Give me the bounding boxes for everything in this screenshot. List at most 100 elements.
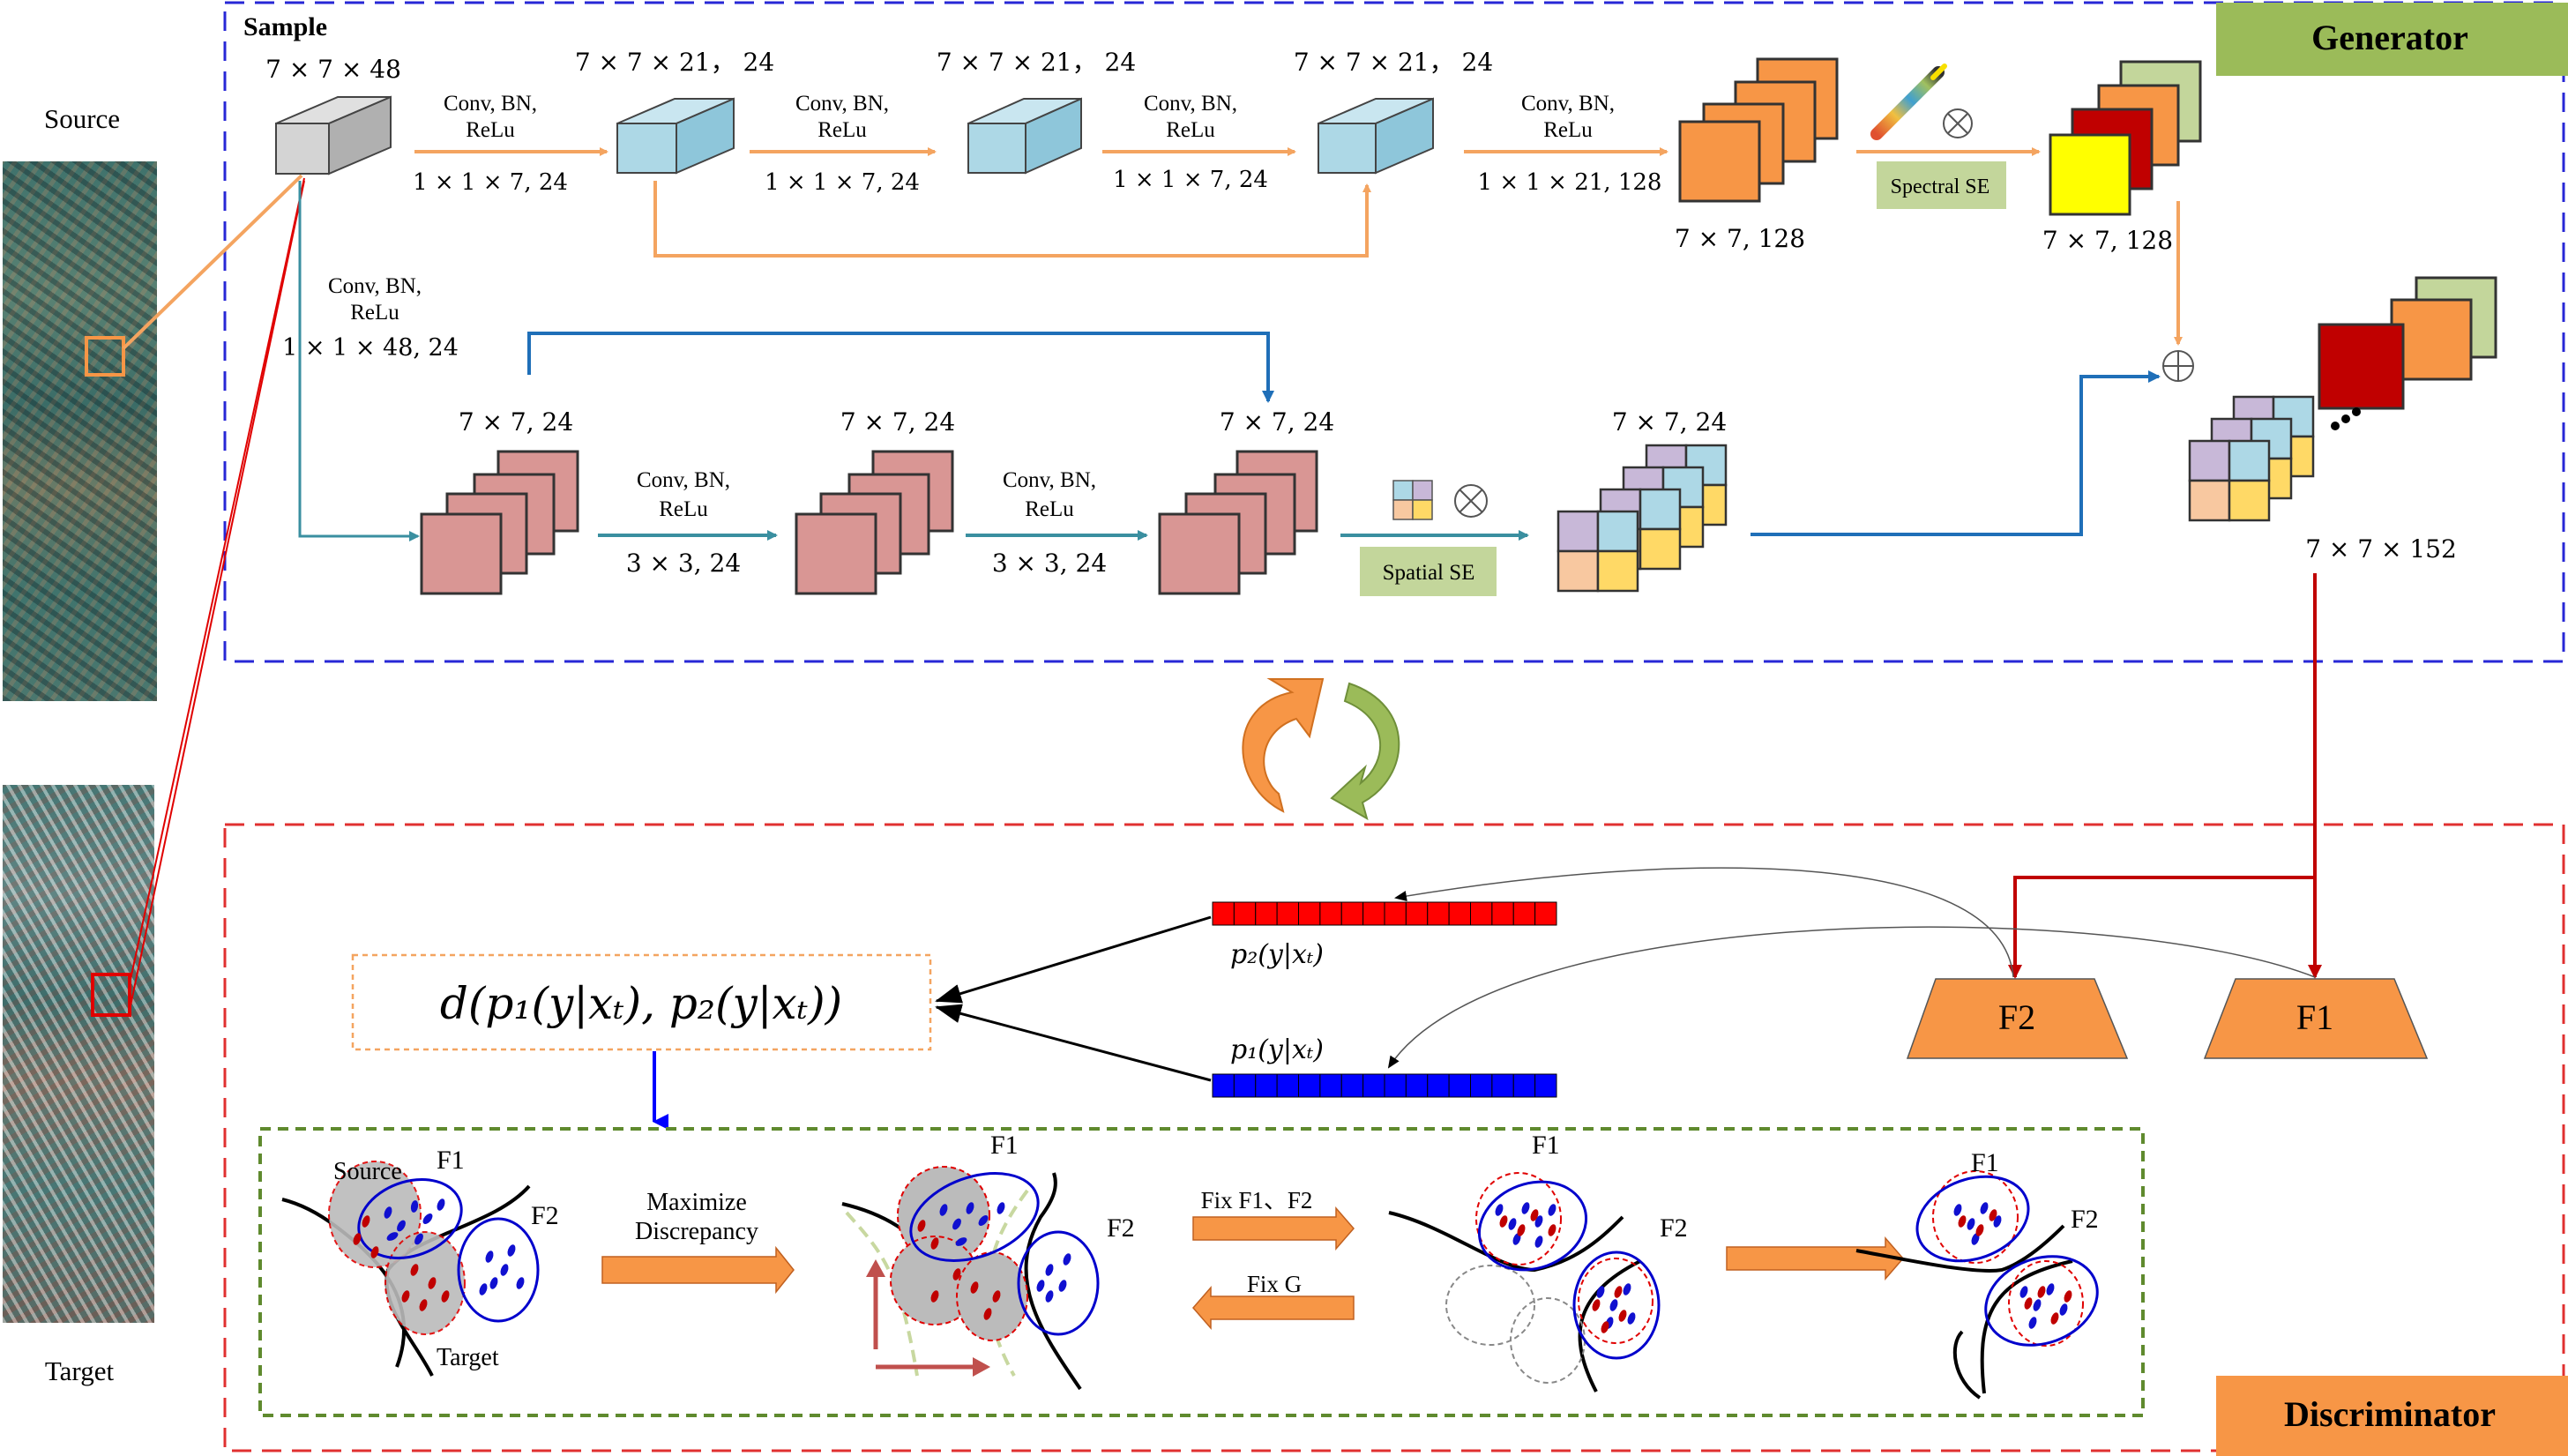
vector-cell	[1470, 1073, 1493, 1098]
vector-cell	[1340, 1073, 1364, 1098]
source-sample	[2059, 1303, 2068, 1316]
step1-samples	[353, 1198, 525, 1311]
vector-cell	[1448, 1073, 1471, 1098]
spectral-cube-2	[967, 97, 1082, 175]
vector-cell	[1255, 1073, 1278, 1098]
spectral-se-box	[1877, 161, 2006, 209]
discriminator-title-box	[2216, 1376, 2568, 1456]
step3-f2-label: F2	[1660, 1213, 1688, 1243]
vector-cell	[1276, 1073, 1299, 1098]
source-sample	[1534, 1236, 1543, 1248]
target-sample	[992, 1290, 1001, 1303]
target-sample	[428, 1277, 437, 1289]
spectral-feature-stack	[1678, 57, 1839, 203]
spatial-se-box	[1360, 547, 1497, 596]
conv2-kernel: 1 × 1 × 7, 24	[765, 169, 920, 196]
source-sample	[1512, 1233, 1521, 1245]
p1-vector	[1212, 1073, 1557, 1098]
source-sample	[386, 1232, 399, 1241]
step1-f1-label: F1	[437, 1146, 465, 1175]
p1-label: p₁(y|xₜ)	[1230, 1034, 1324, 1065]
spatial-weighted-stack	[1556, 444, 1728, 593]
source-sample	[1623, 1283, 1631, 1295]
target-sample	[917, 1220, 926, 1232]
maximize-label-1: Maximize	[646, 1189, 747, 1216]
spectral-se-label: Spectral SE	[1891, 175, 1990, 198]
conv2-label-a: Conv, BN,	[795, 92, 889, 116]
vector-cell	[1405, 1073, 1429, 1098]
step4-f1-label: F1	[1971, 1148, 1999, 1177]
source-sample	[1596, 1286, 1605, 1298]
vector-cell	[1319, 1073, 1342, 1098]
spatial-to-add-arrow	[1751, 370, 2161, 536]
vector-cell	[1362, 901, 1385, 926]
source-sample	[2033, 1299, 2042, 1311]
maximize-arrow	[601, 1245, 795, 1295]
dim-spat3: 7 × 7, 24	[1220, 407, 1334, 437]
vector-cell	[1212, 901, 1235, 926]
discriminator-frame	[223, 823, 2565, 1452]
source-sample	[1980, 1202, 1989, 1214]
conv4-label-b: ReLu	[1543, 118, 1593, 142]
target-sample	[1958, 1215, 1967, 1228]
source-sample	[966, 1202, 974, 1214]
source-sample	[1953, 1204, 1962, 1216]
vector-cell	[1233, 901, 1257, 926]
step4-samples	[1953, 1202, 2072, 1329]
conv1-label-b: ReLu	[466, 118, 515, 142]
target-sample	[1592, 1299, 1601, 1311]
target-sample	[2050, 1312, 2059, 1325]
spectral-cube-3	[1318, 97, 1434, 175]
target-sample	[1975, 1224, 1984, 1236]
step2-samples	[917, 1202, 1071, 1320]
dim-spat4: 7 × 7, 24	[1612, 407, 1727, 437]
source-sample	[1036, 1280, 1045, 1292]
vector-cell	[1512, 1073, 1536, 1098]
vector-cell	[1212, 1073, 1235, 1098]
spectral-skip-connection	[653, 181, 1371, 258]
multiply-icon	[1943, 108, 1973, 138]
dim-cube3: 7 × 7 × 21， 24	[937, 48, 1136, 77]
step2-f1-label: F1	[990, 1131, 1019, 1160]
dim-cube4: 7 × 7 × 21， 24	[1294, 48, 1493, 77]
source-sample	[410, 1200, 419, 1213]
step3-f1-label: F1	[1532, 1131, 1560, 1160]
spatial-branch-arrow	[298, 181, 420, 541]
features-to-f2-arrow	[2008, 876, 2315, 979]
target-sample	[930, 1290, 939, 1303]
source-sample	[978, 1215, 989, 1226]
spatial-se-label: Spatial SE	[1383, 561, 1475, 585]
dim-final: 7 × 7 × 152	[2305, 534, 2457, 564]
vector-cell	[1298, 1073, 1321, 1098]
source-link	[122, 174, 303, 350]
source-image	[3, 161, 157, 701]
step1-source-label: Source	[333, 1158, 402, 1185]
target-sample	[952, 1268, 961, 1281]
target-sample	[1548, 1224, 1556, 1236]
target-sample	[419, 1299, 428, 1311]
target-sample	[970, 1281, 979, 1294]
vector-cell	[1448, 901, 1471, 926]
source-sample	[1058, 1280, 1067, 1292]
source-sample	[1993, 1215, 2002, 1228]
target-image	[3, 785, 154, 1323]
target-sample	[353, 1233, 362, 1245]
add-icon	[2162, 350, 2194, 382]
steps-frame	[258, 1127, 2145, 1417]
f1-label: F1	[2296, 997, 2333, 1037]
vector-cell	[1233, 1073, 1257, 1098]
sconv1-label-b: ReLu	[659, 497, 708, 521]
source-sample	[437, 1198, 445, 1211]
dim-spat2: 7 × 7, 24	[840, 407, 955, 437]
source-sample	[2046, 1283, 2055, 1295]
f2-label: F2	[1998, 997, 2035, 1037]
fix-g-label: Fix G	[1247, 1271, 1302, 1297]
step3-illustration	[1388, 1172, 1661, 1393]
spectral-cube-1	[616, 97, 735, 175]
sconv1-kernel: 3 × 3, 24	[626, 549, 741, 578]
target-sample	[1601, 1321, 1609, 1333]
vector-cell	[1384, 901, 1407, 926]
source-label: Source	[44, 103, 120, 134]
source-sample	[1627, 1312, 1636, 1325]
source-sample	[489, 1277, 498, 1289]
